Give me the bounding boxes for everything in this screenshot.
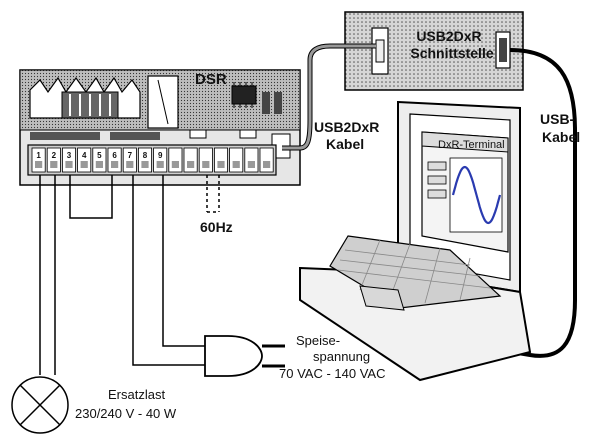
usb2dxr-interface: USB2DxR Schnittstelle bbox=[344, 11, 524, 91]
usb-cable-label-line2: Kabel bbox=[542, 129, 580, 145]
terminal-number: 6 bbox=[112, 151, 117, 160]
terminal-screw bbox=[217, 161, 225, 168]
heatsink-icon bbox=[29, 76, 141, 119]
usb-cable-label-line1: USB- bbox=[540, 111, 575, 127]
terminal-number: 7 bbox=[128, 151, 133, 160]
dsr-label: DSR bbox=[195, 71, 227, 88]
terminal-screw bbox=[232, 161, 240, 168]
interface-title-line2: Schnittstelle bbox=[410, 45, 493, 61]
terminal-title: DxR-Terminal bbox=[438, 139, 505, 151]
lamp-icon bbox=[11, 376, 69, 434]
terminal-screw bbox=[247, 161, 255, 168]
power-plug-icon bbox=[204, 335, 285, 377]
terminal-screw bbox=[156, 161, 164, 168]
terminal-screw bbox=[141, 161, 149, 168]
60hz-jumper bbox=[206, 175, 220, 213]
terminal-screw bbox=[187, 161, 195, 168]
terminal-screw bbox=[95, 161, 103, 168]
interface-title-line1: USB2DxR bbox=[416, 28, 481, 44]
terminal-number: 1 bbox=[36, 151, 41, 160]
terminal-screw bbox=[126, 161, 134, 168]
wiring bbox=[39, 175, 205, 375]
terminal-block bbox=[213, 147, 228, 173]
dsr-board: DSR 1 2 3 4 5 6 7 8 9 bbox=[19, 69, 301, 186]
terminal-screw bbox=[202, 161, 210, 168]
terminal-number: 4 bbox=[82, 151, 87, 160]
supply-label-line3: 70 VAC - 140 VAC bbox=[279, 366, 385, 381]
terminal-screw bbox=[50, 161, 58, 168]
supply-label-line1: Speise- bbox=[296, 333, 340, 348]
terminal-screw bbox=[171, 161, 179, 168]
terminal-screw bbox=[35, 161, 43, 168]
load-label-line2: 230/240 V - 40 W bbox=[75, 406, 177, 421]
terminal-block bbox=[229, 147, 244, 173]
load-label-line1: Ersatzlast bbox=[108, 387, 165, 402]
usb2dxr-cable-label-line1: USB2DxR bbox=[314, 119, 379, 135]
terminal-block bbox=[244, 147, 259, 173]
terminal-screw bbox=[80, 161, 88, 168]
terminal-number: 5 bbox=[97, 151, 102, 160]
terminal-number: 3 bbox=[67, 151, 72, 160]
terminal-block bbox=[183, 147, 198, 173]
sine-wave-trace bbox=[451, 165, 502, 225]
terminal-number: 2 bbox=[52, 151, 57, 160]
terminal-block bbox=[259, 147, 274, 173]
terminal-block bbox=[168, 147, 183, 173]
terminal-block bbox=[198, 147, 213, 173]
terminal-screw bbox=[65, 161, 73, 168]
terminal-number: 9 bbox=[158, 151, 163, 160]
60hz-label: 60Hz bbox=[200, 219, 233, 235]
laptop-icon: DxR-Terminal bbox=[299, 100, 532, 382]
usb-cable bbox=[499, 48, 577, 358]
usb2dxr-cable-label-line2: Kabel bbox=[326, 136, 364, 152]
terminal-number: 8 bbox=[143, 151, 148, 160]
laptop-touchpad bbox=[359, 285, 405, 311]
terminal-screw bbox=[263, 161, 271, 168]
chip-component bbox=[231, 85, 257, 105]
supply-label-line2: spannung bbox=[313, 349, 370, 364]
terminal-screw bbox=[111, 161, 119, 168]
